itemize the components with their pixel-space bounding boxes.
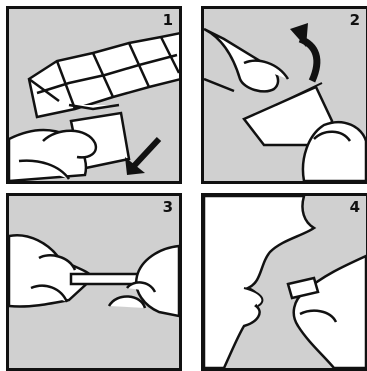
step-number: 1: [163, 13, 173, 28]
step-number: 3: [163, 200, 173, 215]
hand-icon: [288, 256, 366, 368]
strip-icon: [71, 274, 139, 284]
remove-film-illustration: [9, 196, 179, 368]
strip-icon: [29, 33, 179, 117]
peel-film-illustration: [204, 9, 366, 181]
curved-arrow-up-icon: [300, 39, 317, 81]
hand-icon: [204, 29, 288, 91]
step-panel-2: 2: [201, 6, 367, 184]
step-number: 4: [350, 200, 360, 215]
hand-icon: [9, 130, 96, 181]
place-on-tongue-illustration: [204, 196, 366, 368]
arrow-down-left-icon: [133, 139, 159, 167]
hand-icon: [9, 235, 93, 306]
step-panel-3: 3: [6, 193, 182, 371]
step-number: 2: [350, 13, 360, 28]
step-panel-1: 1: [6, 6, 182, 184]
step-panel-4: 4: [201, 193, 367, 371]
tear-strip-illustration: [9, 9, 179, 181]
